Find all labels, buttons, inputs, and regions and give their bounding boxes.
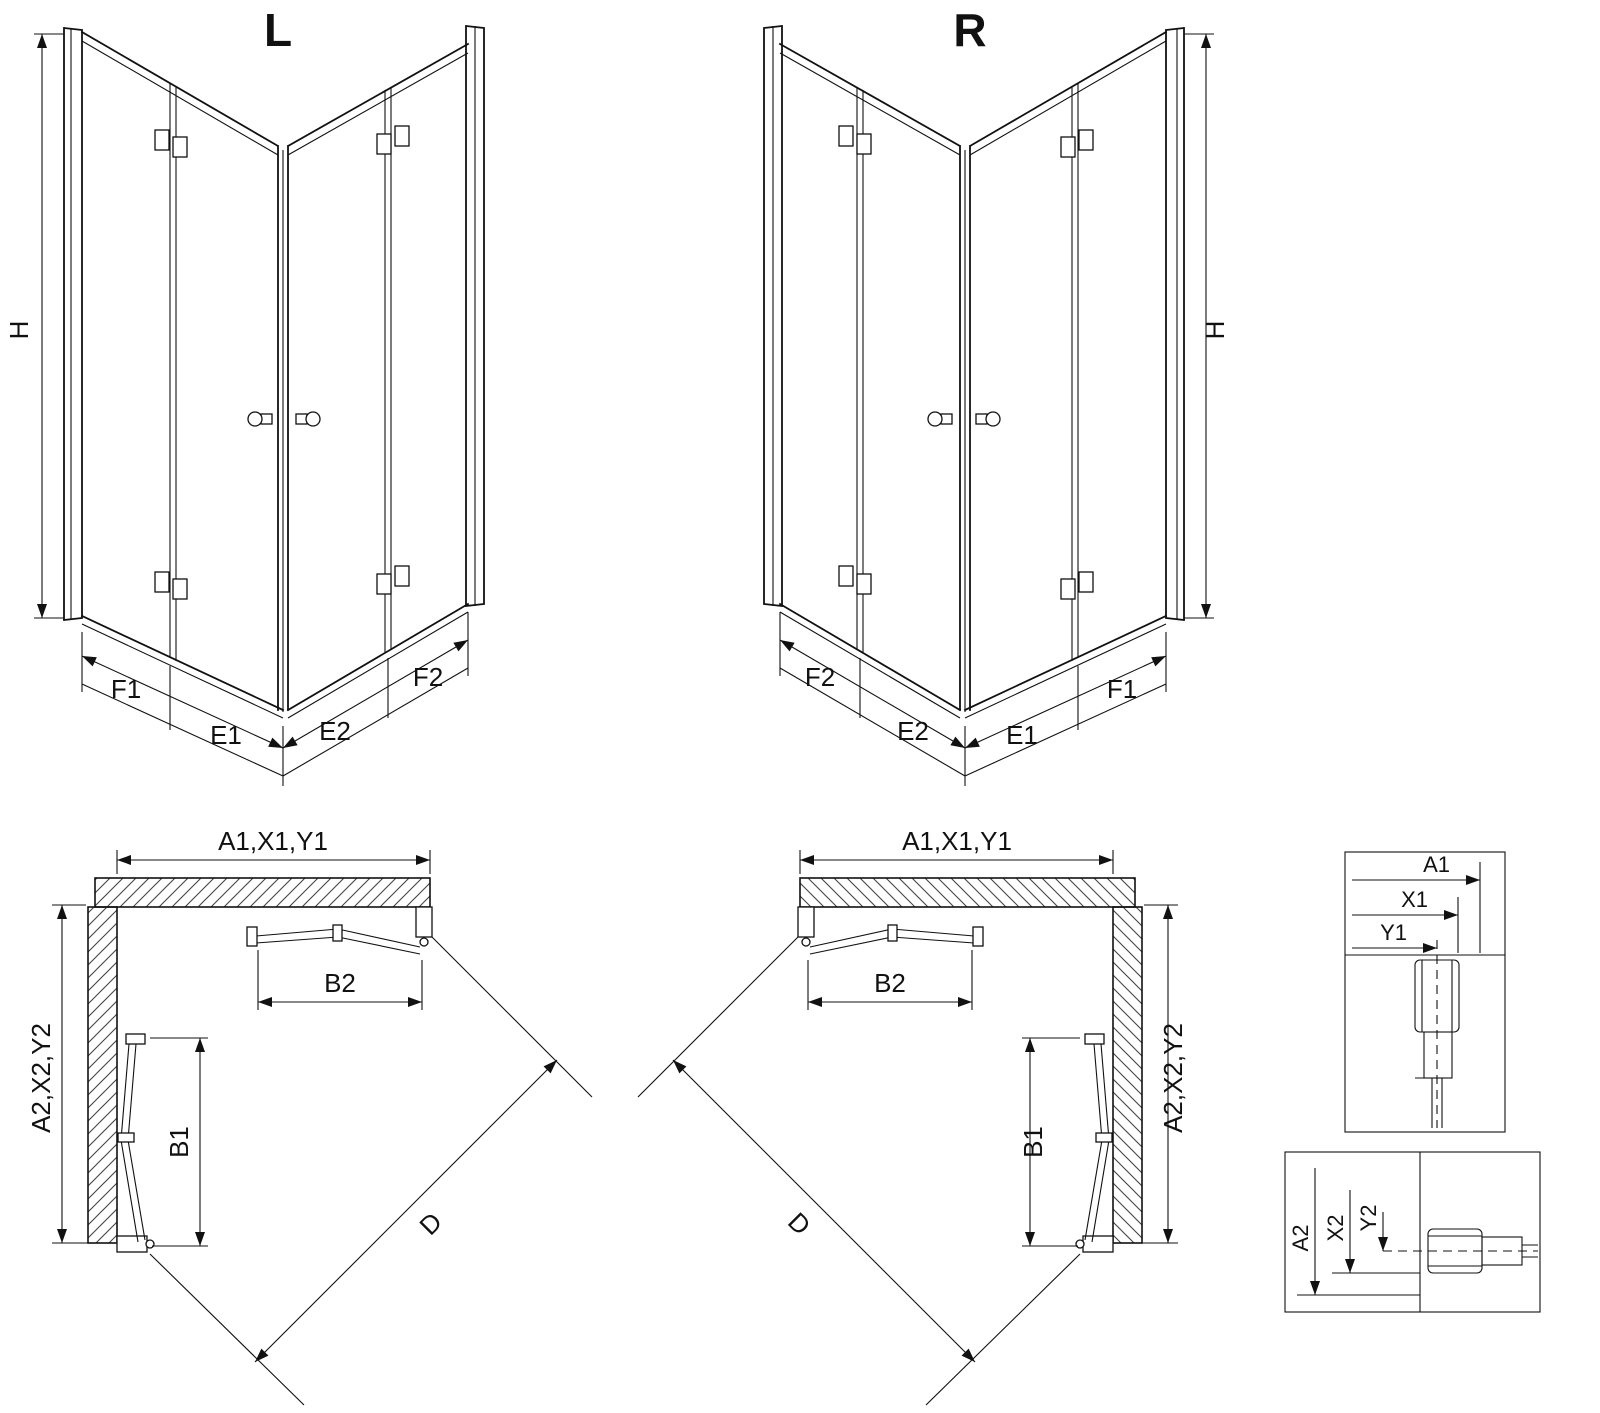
view-title-right: R	[953, 4, 986, 56]
detail-label-x1: X1	[1401, 887, 1428, 912]
dim-f1-right: F1	[1107, 674, 1137, 704]
dim-e2-right: E2	[897, 716, 929, 746]
plan-view-left	[52, 850, 592, 1405]
detail-box-horizontal: A1 X1 Y1	[1344, 851, 1506, 1133]
dim-b2-left: B2	[324, 968, 356, 998]
dim-b2-right: B2	[874, 968, 906, 998]
detail-label-y1: Y1	[1380, 920, 1407, 945]
detail-label-x2: X2	[1323, 1215, 1348, 1242]
dim-f2-right: F2	[805, 662, 835, 692]
dim-a2x2y2-left: A2,X2,Y2	[26, 1023, 56, 1133]
dim-d-left: D	[413, 1206, 447, 1240]
dim-f2-left: F2	[413, 662, 443, 692]
dim-a1x1y1-left: A1,X1,Y1	[218, 826, 328, 856]
dim-a2x2y2-right: A2,X2,Y2	[1158, 1023, 1188, 1133]
dim-b1-left: B1	[164, 1126, 194, 1158]
view-title-left: L	[264, 4, 292, 56]
dim-e1-left: E1	[210, 720, 242, 750]
dim-d-right: D	[782, 1206, 816, 1240]
dim-e1-right: E1	[1006, 720, 1038, 750]
detail-label-a2: A2	[1288, 1225, 1313, 1252]
plan-view-right	[638, 850, 1178, 1405]
detail-box-vertical: A2 X2 Y2	[1284, 1151, 1541, 1313]
dim-h-left: H	[4, 321, 34, 340]
dim-a1x1y1-right: A1,X1,Y1	[902, 826, 1012, 856]
dim-h-right: H	[1200, 321, 1230, 340]
detail-label-a1: A1	[1423, 852, 1450, 877]
dim-e2-left: E2	[319, 716, 351, 746]
dim-b1-right: B1	[1018, 1126, 1048, 1158]
detail-label-y2: Y2	[1356, 1205, 1381, 1232]
dim-f1-left: F1	[111, 674, 141, 704]
